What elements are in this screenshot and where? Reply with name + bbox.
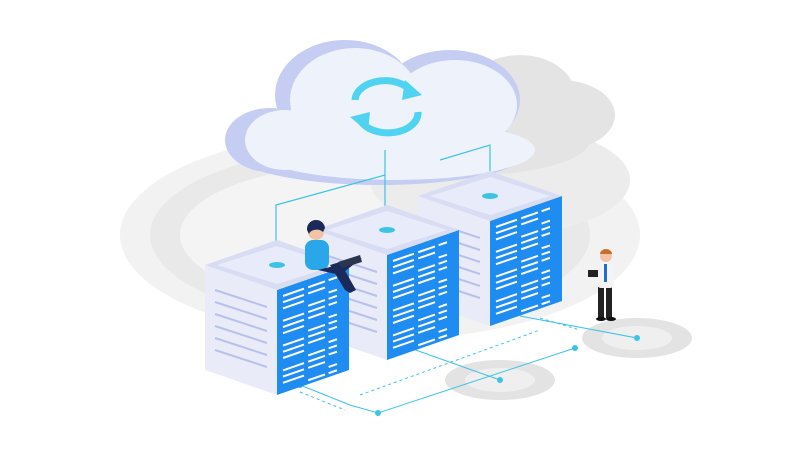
sync-icon (350, 77, 422, 137)
floor-circles (297, 315, 692, 416)
connector-dot (482, 193, 498, 199)
server-side-face (205, 265, 277, 395)
network-lines (299, 315, 638, 414)
person-with-laptop-icon (305, 219, 362, 293)
person-with-tablet-icon (588, 249, 616, 321)
server-icon (205, 240, 349, 395)
connector-dot (379, 227, 395, 233)
connector-dot (269, 262, 285, 268)
